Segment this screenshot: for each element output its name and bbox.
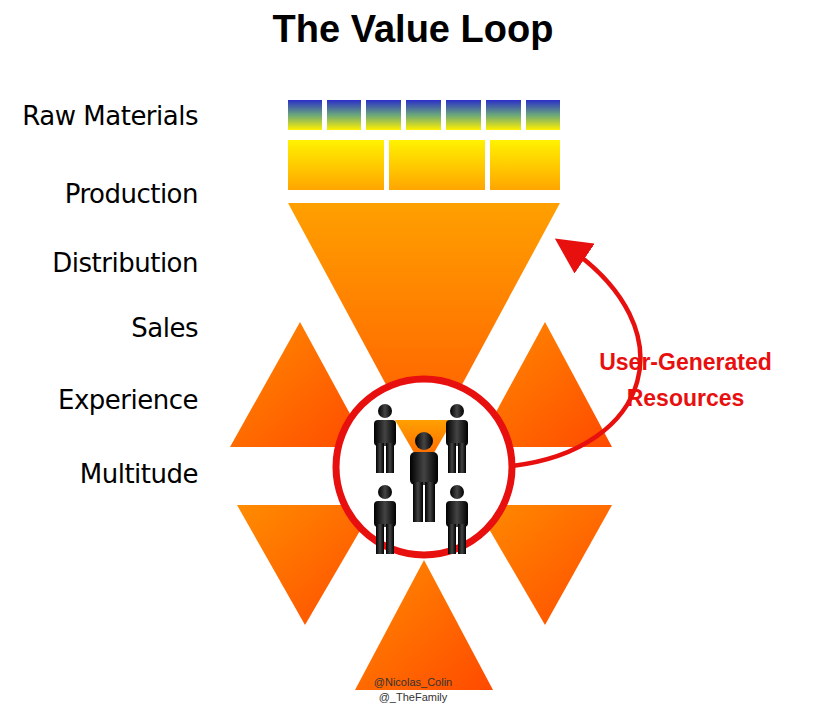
stage-label: Experience [0,385,198,415]
diagram-title: The Value Loop [0,8,826,51]
stage-label: Multitude [0,459,198,489]
stage-label: Raw Materials [0,101,198,131]
stage-label: Distribution [0,248,198,278]
raw-material-blocks [288,100,560,130]
stage-label: Production [0,179,198,209]
experience-triangles [230,322,612,690]
credit-note: @Nicolas_Colin [313,676,513,688]
multitude-circle [336,379,512,555]
arrow-label: User-Generated Resources [598,345,773,416]
production-blocks [288,140,560,190]
credit-note: @_TheFamily [313,691,513,703]
stage-label: Sales [0,313,198,343]
people-icons [374,404,468,554]
